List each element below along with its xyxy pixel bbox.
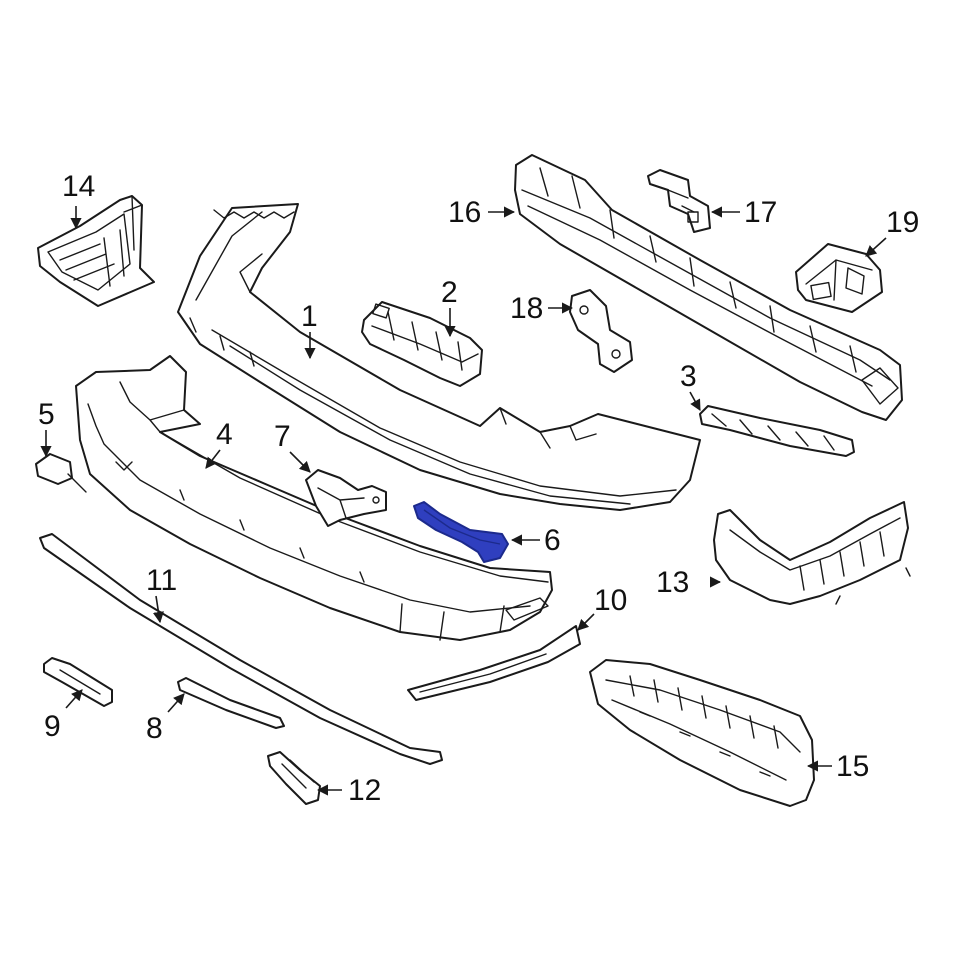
callout-10: 10	[594, 584, 627, 617]
callout-4: 4	[216, 418, 233, 451]
callout-13: 13	[656, 566, 689, 599]
part-18-bracket-plate[interactable]	[569, 289, 633, 373]
callout-14: 14	[62, 170, 95, 203]
part-12-reflector[interactable]	[267, 751, 321, 805]
callout-7: 7	[274, 420, 291, 453]
callout-16: 16	[448, 196, 481, 229]
callout-8: 8	[146, 712, 163, 745]
callout-6: 6	[544, 524, 561, 557]
part-19-sensor-module[interactable]	[795, 243, 883, 313]
callout-2: 2	[441, 276, 458, 309]
part-4-lower-bumper-cover[interactable]	[75, 355, 553, 641]
callout-15: 15	[836, 750, 869, 783]
part-1-upper-bumper-cover[interactable]	[177, 203, 701, 511]
callout-12: 12	[348, 774, 381, 807]
part-9-small-trim[interactable]	[43, 657, 113, 707]
part-11-lower-trim-strip[interactable]	[39, 533, 443, 765]
leader-lines	[40, 206, 887, 796]
part-10-trim-strip[interactable]	[407, 625, 581, 701]
part-7-bracket[interactable]	[305, 469, 387, 527]
callout-3: 3	[680, 360, 697, 393]
callout-18: 18	[510, 292, 543, 325]
part-16-reinforcement-beam[interactable]	[514, 154, 903, 421]
callout-labels: 14 1 2 3 4 5 6 7 11 10 9 8 12 13 15 16 1…	[38, 170, 919, 807]
part-15-underbody-shield[interactable]	[589, 659, 815, 807]
callout-5: 5	[38, 398, 55, 431]
callout-9: 9	[44, 710, 61, 743]
callout-19: 19	[886, 206, 919, 239]
part-17-bracket[interactable]	[647, 169, 711, 233]
part-6-highlighted-bracket[interactable]	[413, 501, 509, 563]
part-5-clip[interactable]	[35, 453, 87, 493]
callout-1: 1	[301, 300, 318, 333]
callout-11: 11	[146, 564, 177, 597]
part-14-left-bracket[interactable]	[37, 195, 155, 307]
part-3-bracket-strip[interactable]	[699, 405, 855, 457]
part-2-center-bracket[interactable]	[361, 301, 483, 387]
part-8-trim-strip[interactable]	[177, 677, 285, 729]
part-13-right-bracket[interactable]	[713, 501, 911, 605]
callout-17: 17	[744, 196, 777, 229]
